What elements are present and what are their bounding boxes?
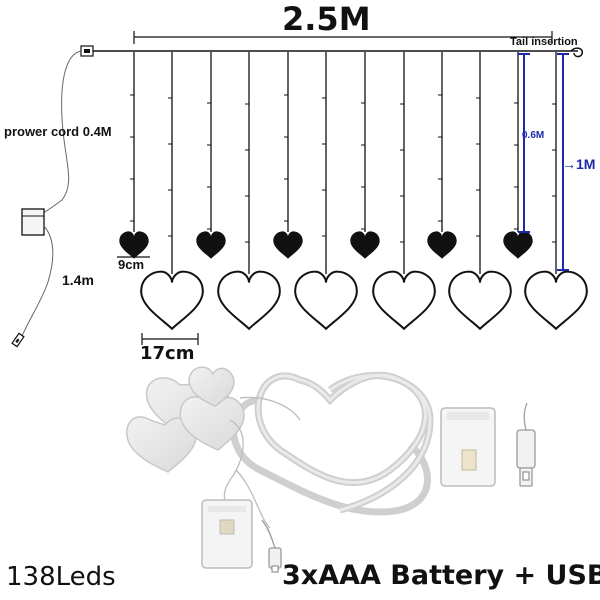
battery-box-icon [21, 208, 45, 236]
product-photo [126, 366, 536, 573]
drop-dimensions [518, 53, 569, 271]
large-heart-icon [372, 270, 436, 330]
large-heart-icon [217, 270, 281, 330]
controller-icon [80, 45, 94, 57]
large-heart-icon [448, 270, 512, 330]
long-drop-value: 1M [576, 156, 596, 172]
large-heart-icon [140, 270, 204, 330]
small-heart-icon [350, 231, 380, 259]
small-heart-size-label: 9cm [118, 257, 145, 272]
heart-size-dimensions [117, 256, 199, 345]
large-heart-icon [294, 270, 358, 330]
small-heart-icon [503, 231, 533, 259]
small-heart-icon [196, 231, 226, 259]
power-options-label: 3xAAA Battery + USB [282, 560, 600, 591]
led-count-label: 138Leds [6, 562, 116, 592]
power-cord [41, 50, 82, 215]
long-drop-label: →1M [562, 156, 596, 172]
large-heart-icon [524, 270, 588, 330]
power-cord-label: prower cord 0.4M [4, 124, 112, 139]
small-heart-icon [119, 231, 149, 259]
large-heart-size-label: 17cm [140, 343, 195, 364]
tail-plug-icon [570, 47, 584, 58]
usb-length-label: 1.4m [62, 272, 94, 288]
total-width-label: 2.5M [282, 0, 371, 38]
usb-cable [21, 225, 54, 337]
small-heart-icon [273, 231, 303, 259]
hanging-strings [119, 52, 588, 330]
usb-plug-icon [11, 332, 25, 348]
short-drop-label: 0.6M [522, 130, 545, 141]
small-heart-icon [427, 231, 457, 259]
tail-insertion-label: Tail insertion [510, 36, 578, 48]
width-dimension [133, 31, 553, 44]
